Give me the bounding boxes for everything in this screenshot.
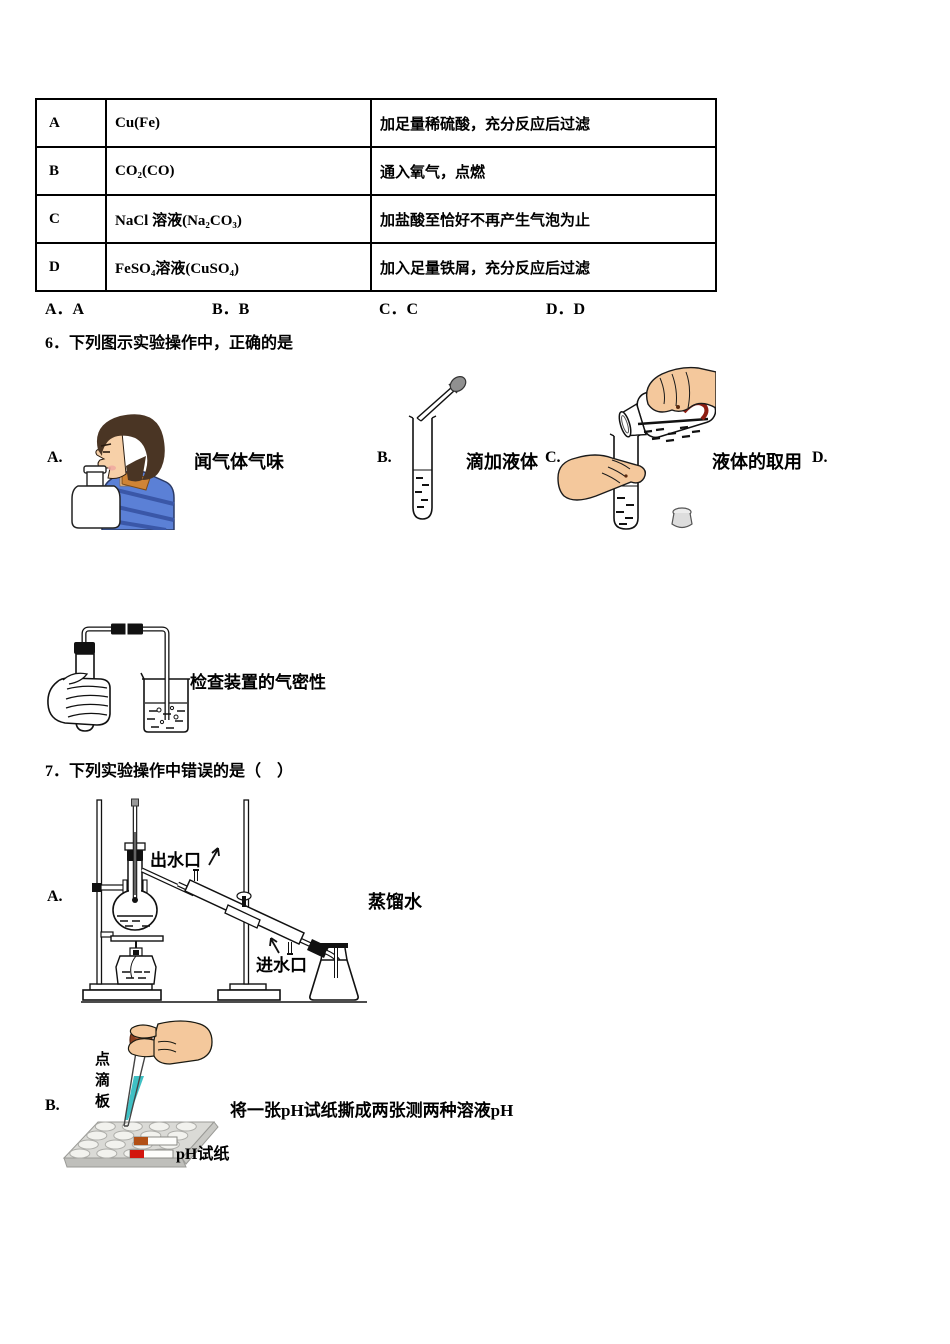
water-inlet-label: 进水口 [256,956,307,975]
answer-option-b: B．B [212,301,250,318]
row-substance: Cu(Fe) [105,98,372,148]
q6-option-a-label: A. [47,449,63,466]
question-6-stem: 6．下列图示实验操作中，正确的是 [45,335,294,352]
answer-option-c: C．C [379,301,419,318]
q6-option-c-caption: 液体的取用 [712,452,802,472]
q7-option-a-caption: 蒸馏水 [368,892,422,912]
row-option-letter: B [35,146,107,196]
answer-option-d: D．D [546,301,586,318]
q6-option-b-caption: 滴加液体 [466,452,538,472]
row-operation: 加足量稀硫酸，充分反应后过滤 [370,98,717,148]
row-operation: 加入足量铁屑，充分反应后过滤 [370,242,717,292]
q7-option-b-caption: 将一张pH试纸撕成两张测两种溶液pH [230,1101,514,1120]
row-substance: CO₂(CO) [105,146,372,196]
gas-tightness-illustration [47,623,190,733]
table-row: A Cu(Fe) 加足量稀硫酸，充分反应后过滤 [35,98,717,148]
table-row: C NaCl 溶液(Na₂CO₃) 加盐酸至恰好不再产生气泡为止 [35,194,717,244]
q6-option-d-label: D. [812,449,828,466]
smelling-gas-illustration [71,414,175,530]
row-option-letter: A [35,98,107,148]
row-operation: 加盐酸至恰好不再产生气泡为止 [370,194,717,244]
dropper-on-test-tube-illustration [408,376,467,520]
q6-option-a-caption: 闻气体气味 [194,452,284,472]
row-option-letter: C [35,194,107,244]
question-7-stem: 7．下列实验操作中错误的是（ ） [45,763,294,780]
spot-plate-label: 点滴板 [93,1051,109,1114]
q7-option-a-label: A. [47,888,63,905]
row-substance: NaCl 溶液(Na₂CO₃) [105,194,372,244]
q6-option-b-label: B. [377,449,392,466]
water-outlet-label: 出水口 [150,851,201,870]
row-option-letter: D [35,242,107,292]
row-substance: FeSO₄溶液(CuSO₄) [105,242,372,292]
table-row: D FeSO₄溶液(CuSO₄) 加入足量铁屑，充分反应后过滤 [35,242,717,292]
row-operation: 通入氧气，点燃 [370,146,717,196]
answer-option-a: A．A [45,301,85,318]
pouring-liquid-illustration [557,366,716,530]
table-row: B CO₂(CO) 通入氧气，点燃 [35,146,717,196]
ph-paper-label: pH试纸 [176,1146,230,1163]
purification-table: A Cu(Fe) 加足量稀硫酸，充分反应后过滤 B CO₂(CO) 通入氧气，点… [35,98,717,292]
q6-option-c-label: C. [545,449,561,466]
distillation-apparatus-illustration [81,798,367,1003]
q7-option-b-label: B. [45,1097,60,1114]
spot-plate-ph-illustration [62,1020,219,1168]
q6-option-d-caption: 检查装置的气密性 [190,673,326,692]
